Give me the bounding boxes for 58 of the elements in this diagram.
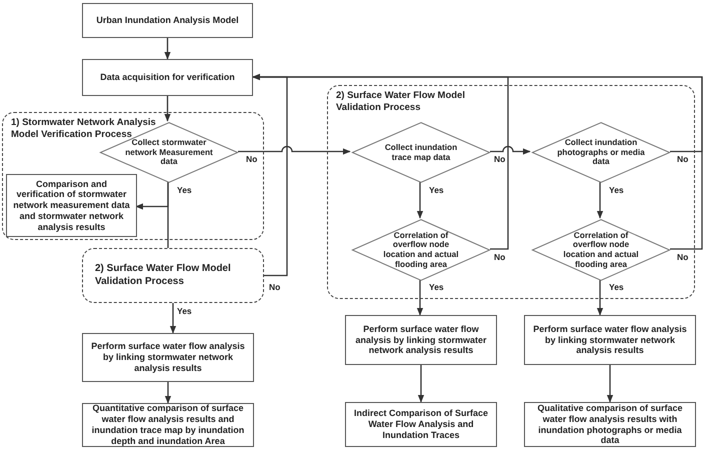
- arrow: [416, 182, 424, 219]
- node-text: Perform surface water flow analysis by linking stormwater network analysis results: [354, 324, 488, 356]
- process-box: [345, 402, 497, 447]
- dashed-process-box: [82, 248, 264, 303]
- edge-label: Yes: [176, 307, 193, 316]
- node-text: Indirect Comparison of Surface Water Flow Analysis and Inundation Traces: [352, 408, 490, 441]
- group-heading: 2) Surface Water Flow Model Validation Process: [336, 90, 466, 114]
- node-text: Comparison and verification of stormwater network measurement data and stormwater network analysis results: [13, 178, 130, 232]
- arrow: [596, 280, 604, 316]
- node-text: Collect inundation photographs or media data: [556, 138, 646, 167]
- edge-label: Yes: [428, 283, 445, 292]
- node-text: Qualitative comparison of surface water flow analysis results with inundation photographs or media data: [536, 402, 684, 446]
- arrow: [418, 365, 424, 403]
- dashed-group-box: [327, 85, 695, 299]
- process-box: [524, 402, 696, 447]
- node-text: Collect stormwater network Measurement data: [125, 138, 214, 167]
- edge-label: No: [493, 155, 506, 164]
- edge-label: No: [676, 155, 690, 164]
- node-text: Urban Inundation Analysis Model: [96, 15, 239, 26]
- arrow: [170, 303, 176, 334]
- arrow: [416, 280, 424, 316]
- decision-diamond: [351, 219, 491, 281]
- decision-diamond: [531, 219, 671, 281]
- decision-diamond: [351, 122, 491, 183]
- process-box: [524, 315, 696, 365]
- edge-label: No: [268, 283, 282, 292]
- edge-label: Yes: [176, 186, 193, 196]
- node-text: Collect inundation trace map data: [384, 142, 458, 162]
- process-box: [82, 59, 253, 96]
- node-text: Correlation of overflow node location and actual flooding area: [382, 230, 460, 270]
- arrow: [238, 146, 351, 155]
- dashed-group-box: [2, 112, 264, 240]
- edge-label: Yes: [608, 283, 625, 292]
- edge-label: No: [245, 155, 258, 164]
- node-text: Perform surface water flow analysis by linking stormwater network analysis results: [90, 341, 246, 374]
- process-box: [82, 3, 253, 38]
- node-text: Quantitative comparison of surface water flow analysis results and inundation trace map by inundation depth and inundation Area: [90, 403, 246, 447]
- arrow: [596, 182, 604, 219]
- arrow: [164, 38, 171, 60]
- edge-label: Yes: [428, 186, 445, 196]
- edge-label: No: [676, 253, 690, 262]
- process-box: [82, 333, 254, 382]
- arrow: [490, 146, 531, 155]
- arrow: [164, 96, 171, 122]
- group-heading: 2) Surface Water Flow Model Validation Process: [95, 263, 232, 288]
- node-text: Data acquisition for verification: [100, 72, 235, 83]
- group-heading: 1) Stormwater Network Analysis Model Verification Process: [11, 117, 156, 140]
- arrow: [606, 365, 614, 403]
- node-text: Perform surface water flow analysis by linking stormwater network analysis results: [532, 324, 688, 356]
- connector-line: [167, 182, 169, 248]
- arrow: [252, 74, 703, 250]
- process-box: [6, 174, 137, 237]
- edge-label: No: [493, 253, 506, 262]
- node-text: Correlation of overflow node location and actual flooding area: [562, 230, 640, 270]
- process-box: [345, 315, 497, 365]
- decision-diamond: [531, 122, 671, 183]
- arrow: [164, 382, 172, 404]
- edge-label: Yes: [608, 186, 625, 196]
